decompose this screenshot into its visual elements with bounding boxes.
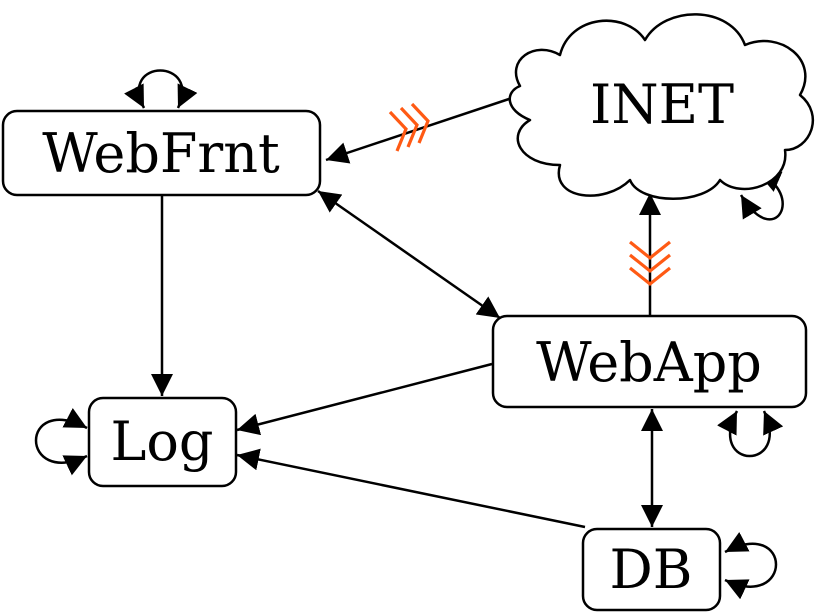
node-inet-label: INET (590, 73, 734, 136)
self-loop-webfrnt (124, 69, 198, 109)
edge-inet-webfrnt (325, 96, 513, 164)
self-loop-webapp (717, 410, 784, 458)
edge-webapp-log (236, 362, 493, 436)
node-db: DB (581, 527, 722, 612)
node-log: Log (87, 396, 238, 488)
edge-webfrnt-webapp (317, 189, 501, 320)
edge-webapp-inet-highlight-marks (629, 240, 671, 287)
self-loop-db (724, 532, 778, 600)
node-inet: INET (508, 13, 814, 200)
cloud-shape (508, 13, 814, 200)
node-webfrnt-label: WebFrnt (42, 122, 280, 185)
node-webfrnt: WebFrnt (1, 109, 322, 197)
edge-inet-webfrnt-highlight-marks (388, 102, 430, 152)
self-loop-log (34, 408, 88, 476)
node-log-label: Log (111, 410, 214, 473)
node-webapp: WebApp (491, 314, 808, 409)
node-db-label: DB (610, 538, 693, 601)
node-webapp-label: WebApp (536, 331, 762, 394)
edge-db-log (236, 448, 586, 529)
